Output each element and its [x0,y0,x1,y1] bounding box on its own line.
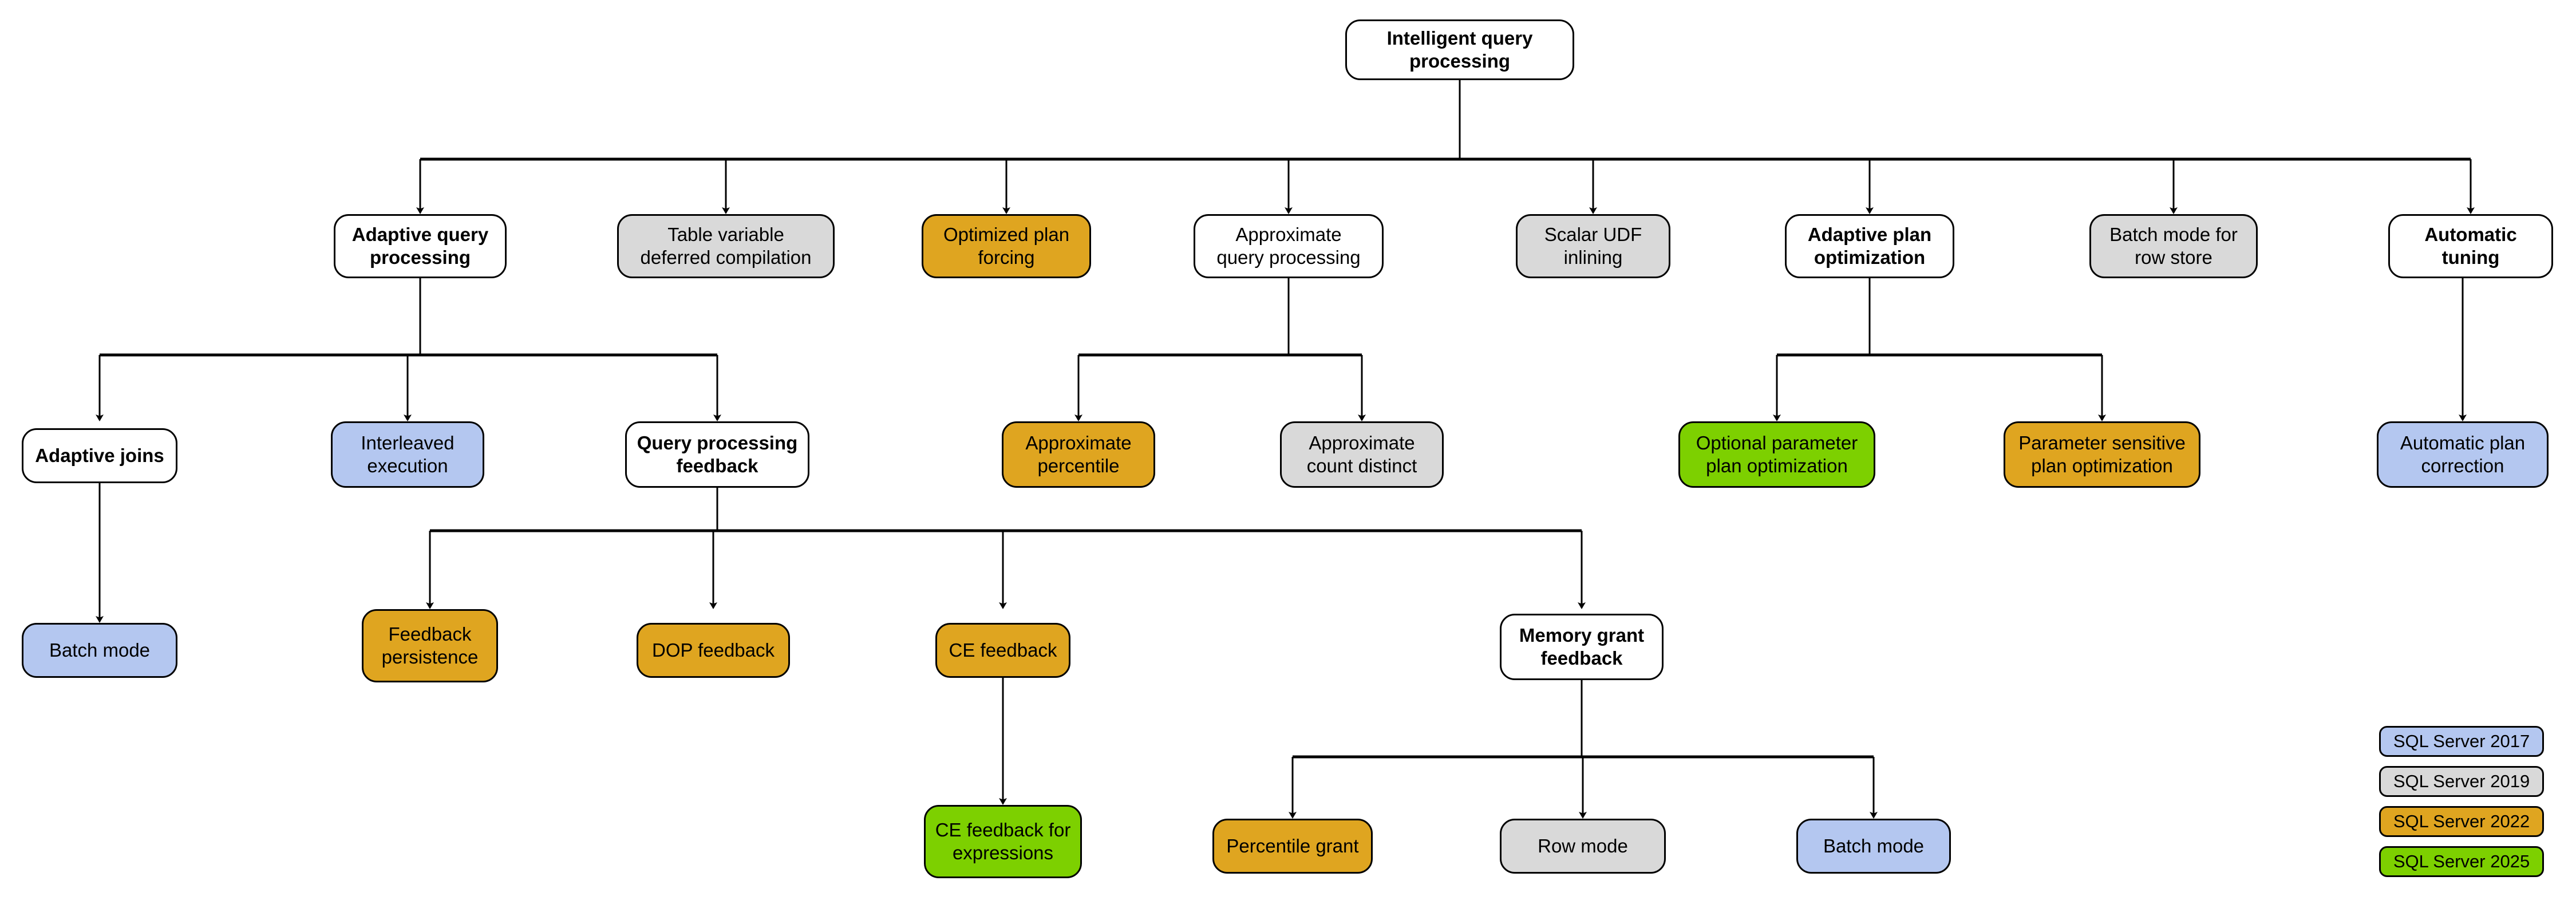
node-aqp[interactable]: Adaptive query processing [334,214,507,278]
node-mgf[interactable]: Memory grant feedback [1500,614,1664,680]
node-batchmode2[interactable]: Batch mode [1796,819,1951,874]
node-interleaved[interactable]: Interleaved execution [331,421,484,488]
legend-item-0: SQL Server 2017 [2379,726,2544,757]
node-qpf[interactable]: Query processing feedback [625,421,809,488]
node-cefb[interactable]: CE feedback [935,623,1070,678]
node-tvdc[interactable]: Table variable deferred compilation [617,214,835,278]
node-root[interactable]: Intelligent query processing [1345,19,1574,80]
node-apct[interactable]: Approximate percentile [1002,421,1155,488]
node-batchmode1[interactable]: Batch mode [22,623,177,678]
legend-item-2: SQL Server 2022 [2379,806,2544,837]
node-bmrs[interactable]: Batch mode for row store [2089,214,2258,278]
node-rowmode[interactable]: Row mode [1500,819,1666,874]
node-cefbexpr[interactable]: CE feedback for expressions [924,805,1082,878]
node-apc[interactable]: Automatic plan correction [2377,421,2549,488]
node-apo[interactable]: Adaptive plan optimization [1785,214,1954,278]
node-fbpersist[interactable]: Feedback persistence [362,609,498,682]
node-autotune[interactable]: Automatic tuning [2388,214,2553,278]
legend-item-1: SQL Server 2019 [2379,766,2544,797]
node-opf[interactable]: Optimized plan forcing [922,214,1091,278]
legend-item-3: SQL Server 2025 [2379,846,2544,877]
node-acd[interactable]: Approximate count distinct [1280,421,1444,488]
node-pspo[interactable]: Parameter sensitive plan optimization [2004,421,2200,488]
node-apq[interactable]: Approximate query processing [1194,214,1384,278]
node-dopfb[interactable]: DOP feedback [637,623,790,678]
node-udf[interactable]: Scalar UDF inlining [1516,214,1670,278]
node-pctgrant[interactable]: Percentile grant [1212,819,1373,874]
node-oppo[interactable]: Optional parameter plan optimization [1678,421,1875,488]
node-adaptivejoins[interactable]: Adaptive joins [22,428,177,483]
